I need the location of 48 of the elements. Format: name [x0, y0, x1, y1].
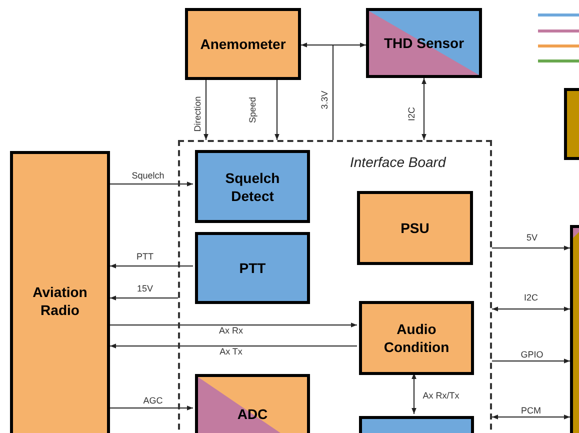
squelch-block	[195, 150, 310, 223]
connector-arrow	[274, 80, 280, 140]
edge-label: Speed	[248, 96, 258, 124]
block-label: Audio Condition	[382, 320, 450, 356]
connector-arrow	[110, 406, 194, 410]
connector-arrow	[492, 306, 570, 312]
sensor-block	[366, 8, 482, 78]
connector-arrow	[422, 78, 426, 140]
connector-arrow	[110, 182, 194, 186]
connector-arrow	[412, 372, 416, 414]
ptt-block	[195, 232, 310, 304]
adc-block	[195, 374, 310, 433]
block-label: Anemometer	[199, 35, 287, 53]
connector-arrow	[204, 80, 208, 140]
connector-arrow	[332, 42, 366, 140]
edge-label: Ax Rx/Tx	[422, 390, 460, 402]
edge-label: PTT	[136, 252, 154, 262]
edge-label: PCM	[520, 406, 542, 416]
edge-label: 15V	[136, 284, 154, 294]
block-label: Squelch Detect	[224, 168, 281, 204]
board-boundary	[178, 140, 492, 433]
board-title: Interface Board	[350, 153, 446, 172]
block-label: Aviation Radio	[32, 283, 88, 319]
block-label: PTT	[238, 259, 267, 277]
connector-arrow	[492, 246, 570, 250]
edge-label: GPIO	[520, 350, 544, 360]
edge-label: Ax Rx	[218, 326, 244, 336]
connector-arrow	[110, 296, 178, 300]
connector-arrow	[110, 264, 194, 268]
block-label: THD Sensor	[382, 34, 466, 52]
radio-block	[10, 151, 110, 433]
edge-label: Squelch	[130, 170, 166, 182]
edge-label: I2C	[523, 292, 539, 304]
block-label: PSU	[400, 219, 430, 237]
block-label: ADC	[236, 405, 269, 423]
psu-block	[357, 191, 473, 265]
connector-arrow	[492, 414, 570, 420]
connector-arrow	[110, 344, 358, 348]
edge-label: 3.3V	[320, 90, 330, 110]
connector-arrow	[492, 358, 570, 364]
connector-arrow	[110, 322, 358, 328]
edge-label: AGC	[142, 396, 164, 406]
edge-label: 5V	[526, 232, 538, 244]
anemometer-block	[185, 8, 301, 80]
edge-label: Ax Tx	[218, 346, 244, 358]
audio-block	[359, 301, 474, 375]
edge-label: Direction	[192, 95, 204, 133]
edge-label: I2C	[406, 106, 418, 122]
